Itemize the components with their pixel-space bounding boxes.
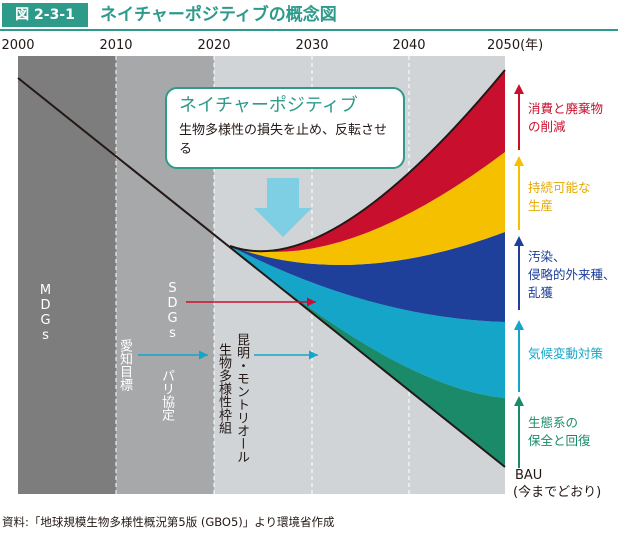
action-label-line: 消費と廃棄物 — [528, 101, 604, 116]
action-label-line: 生産 — [528, 198, 554, 213]
action-label-line: 保全と回復 — [528, 433, 591, 448]
action-arrows — [514, 84, 524, 468]
bau-label: BAU (今までどおり) — [513, 467, 601, 501]
year-unit: (年) — [520, 38, 544, 53]
action-label-line: の削減 — [528, 119, 566, 134]
year-2010: 2010 — [99, 38, 133, 53]
action-climate-label: 気候変動対策 — [528, 345, 603, 363]
kunming-label-line1: 昆明・モントリオール — [234, 333, 249, 463]
action-label-line: 気候変動対策 — [528, 346, 604, 361]
bau-line1: BAU — [515, 468, 543, 483]
year-2030: 2030 — [295, 38, 329, 53]
bau-line — [17, 77, 506, 468]
kunming-label-line2: 生物多様性枠組 — [216, 343, 231, 434]
year-2050-value: 2050 — [487, 38, 521, 53]
action-pollution-label: 汚染、 侵略的外来種、 乱獲 — [528, 248, 616, 302]
year-2020: 2020 — [197, 38, 231, 53]
callout-title: ネイチャーポジティブ — [179, 95, 358, 116]
year-2040: 2040 — [392, 38, 426, 53]
nature-positive-callout: ネイチャーポジティブ 生物多様性の損失を止め、反転させる — [165, 87, 405, 169]
down-arrow — [254, 178, 312, 237]
sdgs-label: SDGs — [165, 281, 180, 341]
nature-positive-curve — [229, 69, 506, 253]
action-label-line: 持続可能な — [528, 180, 591, 195]
band-consumption — [230, 70, 505, 252]
figure-title: ネイチャーポジティブの概念図 — [100, 5, 337, 25]
action-production-label: 持続可能な 生産 — [528, 179, 591, 215]
aichi-label: 愛知目標 — [117, 339, 132, 391]
action-label-line: 乱獲 — [528, 285, 554, 300]
source-note: 資料:「地球規模生物多様性概況第5版 (GBO5)」より環境省作成 — [2, 515, 335, 529]
action-ecosystem-label: 生態系の 保全と回復 — [528, 414, 591, 450]
panel-2000-2010 — [18, 56, 116, 494]
band-production — [230, 152, 505, 265]
mdgs-label: MDGs — [38, 283, 53, 343]
band-climate — [230, 246, 505, 398]
action-label-line: 汚染、 — [528, 249, 566, 264]
callout-body: 生物多様性の損失を止め、反転させる — [179, 123, 388, 157]
year-2000: 2000 — [1, 38, 35, 53]
band-pollution — [230, 232, 505, 322]
bau-line2: (今までどおり) — [513, 485, 602, 500]
title-underline — [0, 29, 618, 31]
figure-number: 図 2-3-1 — [2, 3, 88, 27]
year-2050: 2050(年) — [487, 38, 543, 54]
paris-label: パリ協定 — [159, 369, 174, 421]
action-label-line: 生態系の — [528, 415, 579, 430]
action-label-line: 侵略的外来種、 — [528, 267, 616, 282]
action-consumption-label: 消費と廃棄物 の削減 — [528, 100, 603, 136]
